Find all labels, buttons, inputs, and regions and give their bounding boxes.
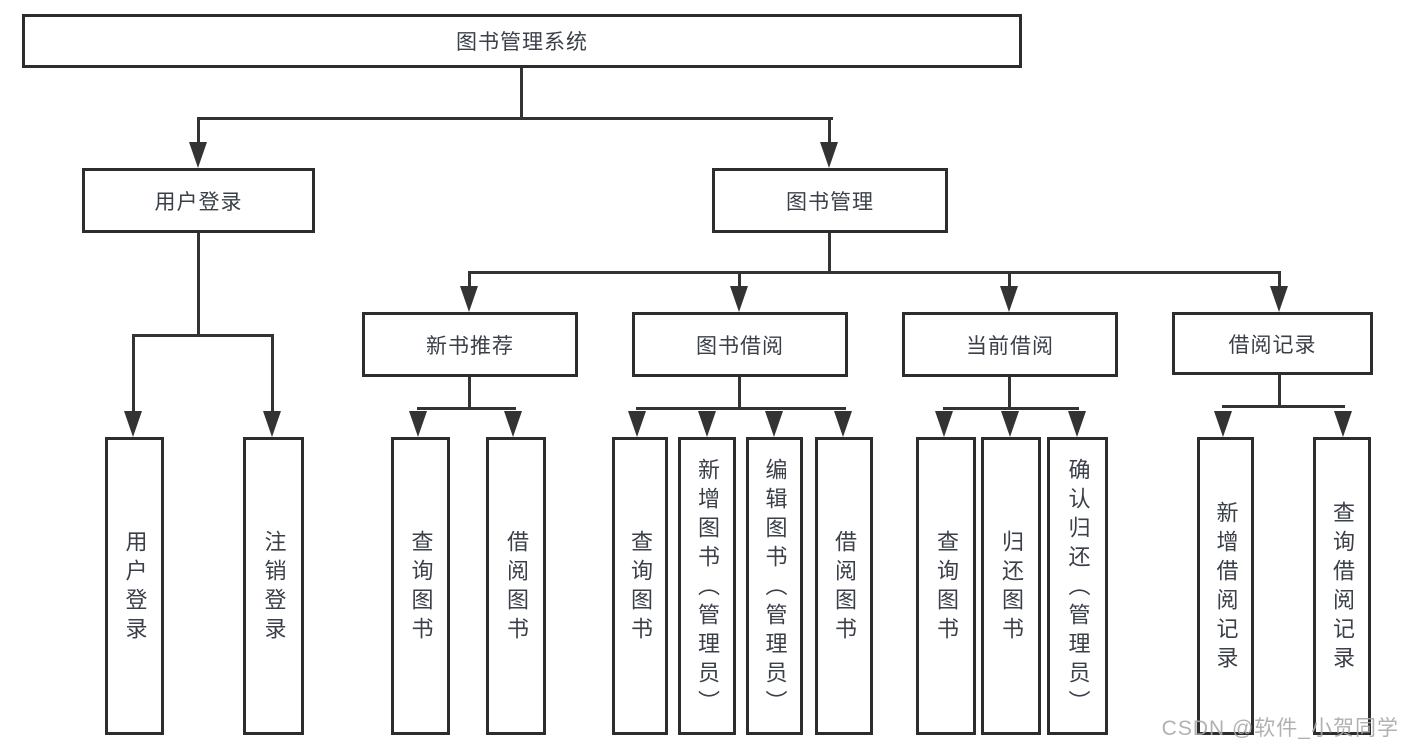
connector-line	[738, 271, 741, 289]
arrow-down-icon	[834, 411, 852, 437]
connector-line	[828, 233, 831, 273]
connector-line	[271, 334, 274, 414]
arrow-down-icon	[1214, 411, 1232, 437]
connector-line	[468, 271, 1281, 274]
leaf-logout: 注销登录	[243, 437, 304, 735]
arrow-down-icon	[935, 411, 953, 437]
arrow-down-icon	[1334, 411, 1352, 437]
arrow-down-icon	[1270, 286, 1288, 312]
connector-line	[468, 377, 471, 409]
connector-line	[738, 377, 741, 409]
node-borrow-records: 借阅记录	[1172, 312, 1373, 375]
node-library-management-system: 图书管理系统	[22, 14, 1022, 68]
arrow-down-icon	[1068, 411, 1086, 437]
leaf-return-book: 归还图书	[981, 437, 1041, 735]
connector-line	[636, 407, 846, 410]
connector-line	[417, 407, 516, 410]
node-book-management: 图书管理	[712, 168, 948, 233]
arrow-down-icon	[263, 411, 281, 437]
connector-line	[1222, 405, 1345, 408]
arrow-down-icon	[698, 411, 716, 437]
arrow-down-icon	[1001, 411, 1019, 437]
connector-line	[132, 334, 274, 337]
arrow-down-icon	[1000, 286, 1018, 312]
arrow-down-icon	[628, 411, 646, 437]
connector-line	[197, 233, 200, 336]
connector-line	[1278, 375, 1281, 407]
leaf-query-book: 查询图书	[612, 437, 668, 735]
csdn-watermark: CSDN @软件_小贺同学	[1161, 717, 1399, 740]
connector-line	[197, 117, 200, 147]
leaf-confirm-return-admin: 确认归还（管理员）	[1047, 437, 1108, 735]
arrow-down-icon	[504, 411, 522, 437]
leaf-borrow-book: 借阅图书	[486, 437, 546, 735]
leaf-query-book: 查询图书	[916, 437, 976, 735]
node-current-borrow: 当前借阅	[902, 312, 1118, 377]
connector-line	[828, 117, 831, 147]
arrow-down-icon	[730, 286, 748, 312]
leaf-query-borrow-record: 查询借阅记录	[1313, 437, 1371, 735]
leaf-edit-book-admin: 编辑图书（管理员）	[746, 437, 803, 735]
node-book-borrow: 图书借阅	[632, 312, 848, 377]
connector-line	[132, 334, 135, 414]
leaf-borrow-book: 借阅图书	[815, 437, 873, 735]
leaf-add-book-admin: 新增图书（管理员）	[678, 437, 736, 735]
leaf-user-login: 用户登录	[105, 437, 164, 735]
connector-line	[1008, 271, 1011, 289]
connector-line	[468, 271, 471, 289]
connector-line	[1008, 377, 1011, 409]
leaf-add-borrow-record: 新增借阅记录	[1197, 437, 1254, 735]
arrow-down-icon	[820, 142, 838, 168]
leaf-query-book: 查询图书	[391, 437, 450, 735]
arrow-down-icon	[765, 411, 783, 437]
arrow-down-icon	[409, 411, 427, 437]
arrow-down-icon	[189, 142, 207, 168]
connector-line	[197, 117, 833, 120]
connector-line	[520, 68, 523, 118]
connector-line	[943, 407, 1079, 410]
node-user-login: 用户登录	[82, 168, 315, 233]
arrow-down-icon	[460, 286, 478, 312]
node-new-book-recommend: 新书推荐	[362, 312, 578, 377]
arrow-down-icon	[124, 411, 142, 437]
connector-line	[1278, 271, 1281, 289]
